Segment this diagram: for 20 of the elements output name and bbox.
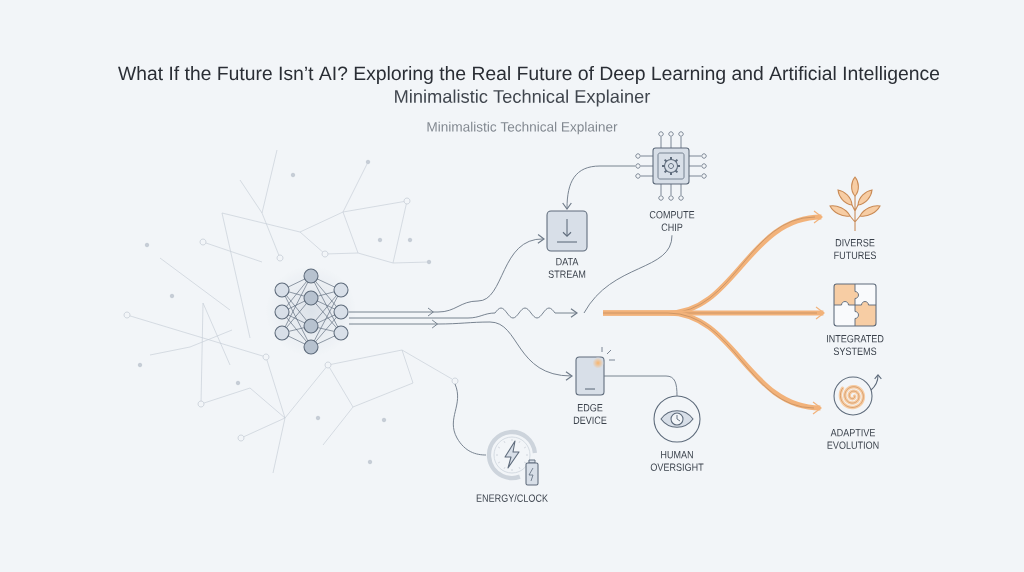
icon-label: EDGE DEVICE — [573, 404, 607, 424]
icon-label: COMPUTE CHIP — [649, 211, 695, 231]
connector-line — [603, 375, 678, 397]
icon-label: ADAPTIVE EVOLUTION — [827, 429, 879, 449]
title: What If the Future Isn’t AI? Exploring the Real Future of Deep Learning and Artificial Intelligence — [118, 66, 940, 84]
flow-arrow — [602, 310, 822, 415]
subtitle: Minimalistic Technical Explainer — [427, 121, 618, 135]
icon-label: HUMAN OVERSIGHT — [650, 451, 704, 471]
arrow — [348, 319, 573, 381]
arrow — [348, 307, 578, 319]
icon-label: DATA STREAM — [548, 258, 586, 278]
subtitle: Minimalistic Technical Explainer — [395, 89, 651, 107]
arrow — [562, 165, 636, 210]
icon-label: DIVERSE FUTURES — [834, 239, 876, 259]
icon-label: INTEGRATED SYSTEMS — [827, 335, 884, 355]
connector-line — [452, 383, 487, 456]
icon-label: ENERGY/CLOCK — [476, 494, 548, 502]
neural-network-icon — [274, 268, 349, 355]
arrow — [348, 233, 545, 317]
connector-line — [583, 234, 673, 314]
